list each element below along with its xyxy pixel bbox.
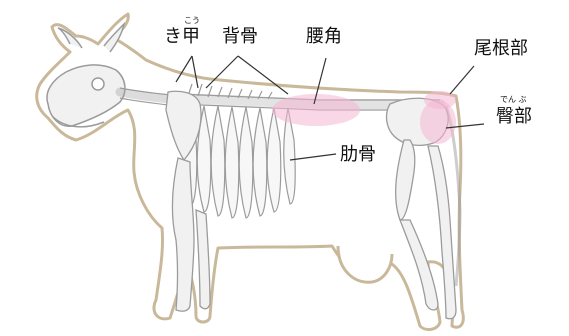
label-bikonbu: 尾根部 <box>474 38 528 59</box>
hind-leg-bone <box>427 145 457 320</box>
scapula <box>165 90 202 162</box>
udder-outline <box>336 245 394 284</box>
leader-rokkotsu <box>289 153 337 161</box>
front-leg-bone-2 <box>195 209 211 310</box>
highlight-denbu <box>420 100 456 144</box>
leader-haibone-2 <box>237 55 289 95</box>
leader-denbu <box>445 123 485 129</box>
leader-kikou <box>175 55 193 83</box>
leader-youkaku <box>313 57 327 105</box>
ribs <box>182 105 296 219</box>
eye-socket <box>91 77 105 91</box>
horn-2 <box>103 21 126 53</box>
highlight-youkaku <box>272 94 360 126</box>
label-haibone: 背骨 <box>222 26 258 47</box>
ruby-kikou: こう <box>184 16 200 25</box>
tibia <box>399 219 439 311</box>
leader-bikonbu <box>449 65 475 95</box>
horn <box>57 27 83 49</box>
label-kikou: き甲 <box>164 26 200 47</box>
leader-lines <box>175 55 485 161</box>
femur <box>394 139 416 221</box>
leader-kikou-2 <box>191 55 199 89</box>
label-rokkotsu: 肋骨 <box>340 144 376 165</box>
front-leg-bone <box>171 157 195 312</box>
ruby-denbu: でん ぶ <box>500 95 527 104</box>
label-denbu: 臀部 <box>496 106 532 127</box>
label-youkaku: 腰角 <box>306 26 342 47</box>
jaw-bone <box>51 115 105 128</box>
leader-haibone <box>205 55 239 89</box>
